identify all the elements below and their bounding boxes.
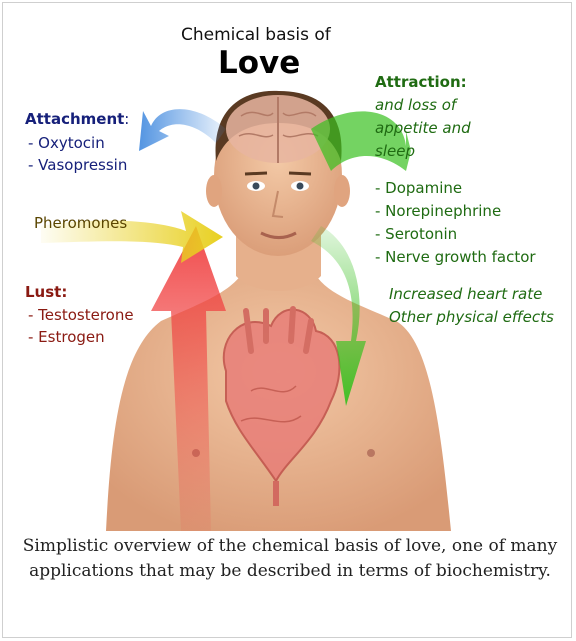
attraction-subtitle-2: appetite and: [375, 119, 471, 137]
figure-caption: Simplistic overview of the chemical basi…: [11, 534, 569, 584]
effect-physical: Other physical effects: [389, 308, 554, 326]
attachment-heading-text: Attachment: [25, 110, 124, 128]
lust-item-estrogen: - Estrogen: [28, 328, 105, 346]
attraction-item-serotonin: - Serotonin: [375, 225, 457, 243]
attraction-heading: Attraction:: [375, 73, 467, 91]
attachment-heading-colon: :: [124, 110, 129, 128]
diagram-illustration: [11, 11, 569, 531]
attachment-item-oxytocin: - Oxytocin: [28, 134, 105, 152]
attraction-item-dopamine: - Dopamine: [375, 179, 462, 197]
pheromones-label: Pheromones: [34, 214, 127, 232]
attraction-subtitle-1: and loss of: [375, 96, 456, 114]
attraction-item-nerve-growth-factor: - Nerve growth factor: [375, 248, 536, 266]
title-line-2: Love: [218, 45, 300, 81]
attachment-heading: Attachment:: [25, 110, 129, 128]
lust-heading: Lust:: [25, 283, 67, 301]
title-line-1: Chemical basis of: [181, 25, 331, 45]
effect-heart-rate: Increased heart rate: [389, 285, 542, 303]
attachment-item-vasopressin: - Vasopressin: [28, 156, 127, 174]
attraction-item-norepinephrine: - Norepinephrine: [375, 202, 501, 220]
love-chemistry-diagram: Chemical basis of Love Attachment: - Oxy…: [11, 11, 569, 531]
lust-item-testosterone: - Testosterone: [28, 306, 134, 324]
attraction-subtitle-3: sleep: [375, 142, 415, 160]
attachment-arrow: [139, 109, 226, 151]
